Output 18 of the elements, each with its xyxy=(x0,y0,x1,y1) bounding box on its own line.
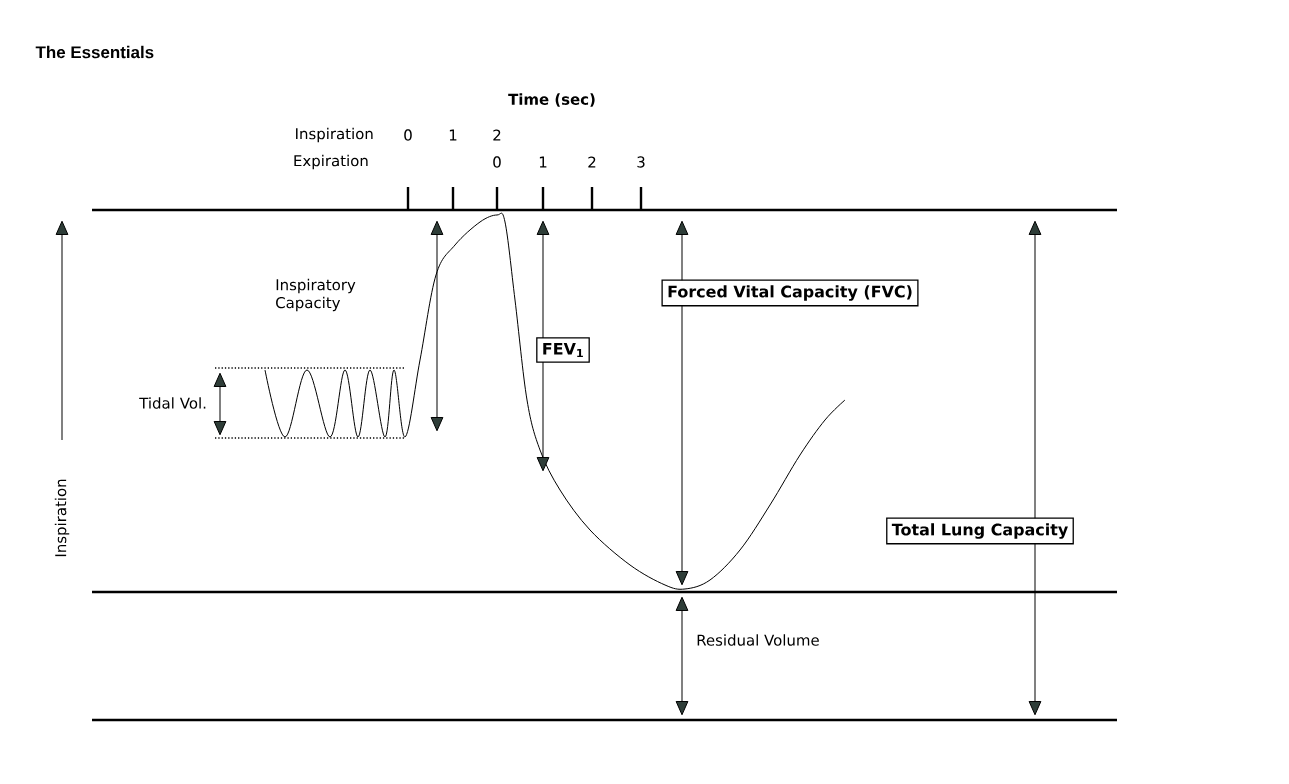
tick-label: 2 xyxy=(493,129,501,141)
title: The Essentials xyxy=(35,45,154,59)
measure-label: Tidal Vol. xyxy=(139,397,206,409)
measure-label: Residual Volume xyxy=(697,634,819,646)
tick-label: 1 xyxy=(539,156,547,168)
row-label: Inspiration xyxy=(296,127,373,143)
label-box: FEV$_{1}$ xyxy=(536,337,590,363)
row-label: Expiration xyxy=(294,154,368,170)
label-box: Forced Vital Capacity (FVC) xyxy=(661,279,919,307)
axis-label: Inspiration xyxy=(54,479,70,557)
tick-label: 0 xyxy=(404,129,412,141)
tick-label: 1 xyxy=(449,129,457,141)
measure-label: Inspiratory Capacity xyxy=(276,278,356,312)
tick-label: 2 xyxy=(588,156,596,168)
tick-label: 3 xyxy=(637,156,645,168)
axis-title: Time (sec) xyxy=(508,93,595,107)
label-box: Total Lung Capacity xyxy=(886,517,1074,545)
tick-label: 0 xyxy=(493,156,501,168)
